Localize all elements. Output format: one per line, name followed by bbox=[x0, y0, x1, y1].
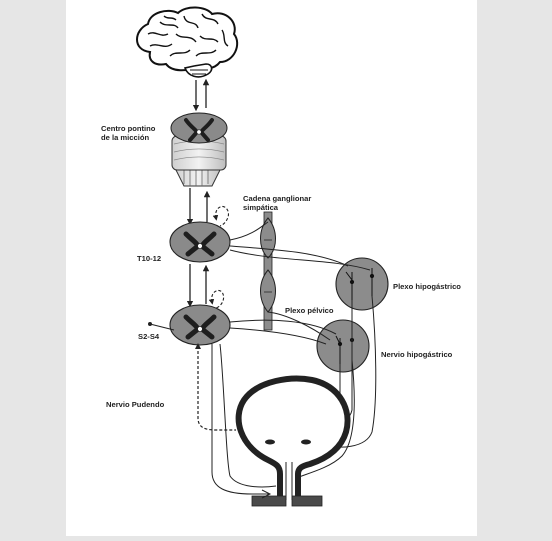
s2-dashed-afferent bbox=[208, 289, 225, 309]
external-sphincter-right bbox=[291, 495, 323, 507]
s2-s4-input-dot bbox=[148, 322, 152, 326]
external-sphincter-left bbox=[251, 495, 287, 507]
nerve-fibers bbox=[211, 221, 377, 495]
pontine-center-label-line2: de la micción bbox=[101, 132, 150, 142]
hypogastric-nerve-ganglion bbox=[316, 319, 370, 373]
pontine-center-icon bbox=[170, 112, 228, 187]
sympathetic-chain-label-line2: simpática bbox=[243, 202, 279, 212]
pudendal-nerve-pathway bbox=[195, 343, 236, 431]
sphincter-terminal bbox=[261, 489, 272, 499]
pelvic-plexus-label: Plexo pélvico bbox=[285, 306, 334, 315]
hypogastric-nerve-label: Nervio hipogástrico bbox=[381, 350, 453, 359]
brain-icon bbox=[136, 6, 239, 78]
spinal-segment-s2-s4 bbox=[169, 304, 231, 346]
sympathetic-chain-label-line1: Cadena ganglionar bbox=[243, 194, 312, 203]
pontine-center-label-line1: Centro pontino bbox=[101, 124, 156, 133]
t10-dashed-afferent bbox=[212, 205, 229, 227]
s2-s4-input-line bbox=[149, 323, 175, 331]
pudendal-nerve-label: Nervio Pudendo bbox=[106, 400, 165, 409]
hypogastric-plexus-label: Plexo hipogástrico bbox=[393, 282, 461, 291]
t10-12-label: T10-12 bbox=[137, 254, 162, 263]
sympathetic-chain-label: Cadena ganglionar simpática bbox=[243, 194, 312, 212]
bladder bbox=[235, 375, 351, 500]
spinal-segment-t10-12 bbox=[169, 221, 231, 263]
s2-s4-label: S2-S4 bbox=[138, 332, 160, 341]
sympathetic-chain bbox=[260, 211, 276, 331]
hypogastric-plexus-synapses bbox=[345, 268, 375, 300]
hypogastric-plexus-ganglion bbox=[335, 257, 389, 311]
pontine-center-label: Centro pontino de la micción bbox=[101, 124, 156, 142]
